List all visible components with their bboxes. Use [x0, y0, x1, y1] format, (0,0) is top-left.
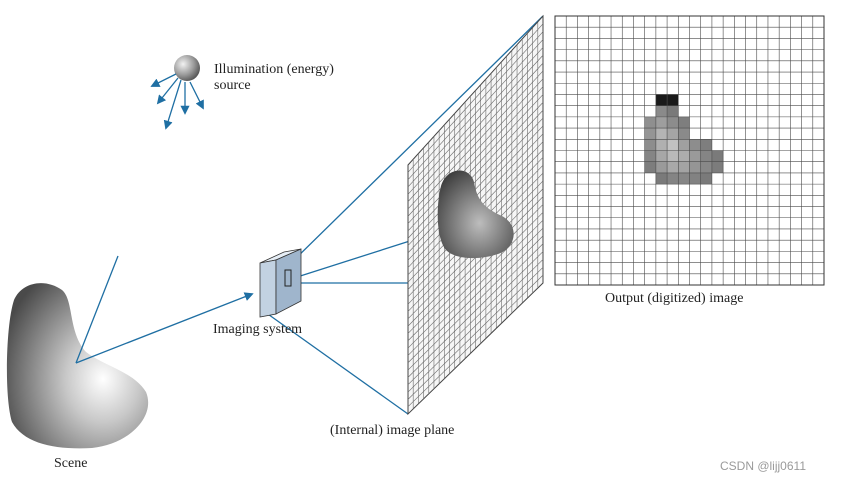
pixel-cell: [667, 139, 679, 151]
pixel-cell: [678, 161, 690, 173]
pixel-cell: [678, 172, 690, 185]
pixel-cell: [700, 139, 712, 151]
pixel-cell: [655, 94, 668, 106]
digitized-image: [554, 15, 825, 286]
pixel-cell: [655, 139, 668, 151]
pixel-cell: [667, 94, 679, 106]
pixel-cell: [689, 161, 701, 173]
pixel-cell: [689, 150, 701, 162]
pixel-cell: [655, 172, 668, 185]
image-plane-label: (Internal) image plane: [330, 423, 455, 438]
pixel-cell: [644, 116, 656, 129]
pixel-cell: [667, 128, 679, 140]
pixel-cell: [678, 128, 690, 140]
pixel-cell: [678, 139, 690, 151]
pixel-cell: [655, 116, 668, 129]
illumination-source: [150, 55, 204, 130]
pixel-cell: [644, 128, 656, 140]
pixel-cell: [711, 161, 724, 173]
light-rays: [150, 73, 204, 130]
ray-illumination-to-scene: [75, 255, 119, 364]
pixel-cell: [644, 139, 656, 151]
pixel-cell: [700, 150, 712, 162]
ray-scene-to-imaging: [75, 292, 254, 364]
pixel-cell: [689, 139, 701, 151]
watermark: CSDN @lijj0611: [720, 459, 806, 473]
pixel-cell: [644, 161, 656, 173]
pixel-cell: [667, 116, 679, 129]
pixel-cell: [678, 150, 690, 162]
imaging-system-box: [259, 248, 302, 318]
light-source-icon: [174, 55, 200, 81]
pixel-cell: [655, 161, 668, 173]
ray-bottom: [264, 311, 409, 415]
pixel-cell: [700, 172, 712, 185]
pixel-cell: [667, 161, 679, 173]
illumination-label-line2: source: [214, 78, 251, 93]
pixel-cell: [655, 128, 668, 140]
pixel-cell: [667, 105, 679, 117]
pixel-cell: [655, 105, 668, 117]
scene-label: Scene: [54, 456, 88, 471]
output-image-label: Output (digitized) image: [605, 291, 744, 306]
ray-top: [289, 15, 544, 265]
scene-shape: [6, 283, 149, 449]
imaging-system-label: Imaging system: [213, 322, 303, 337]
illumination-label-line1: Illumination (energy): [214, 62, 334, 77]
pixel-cell: [667, 172, 679, 185]
pixel-cell: [700, 161, 712, 173]
pixel-cell: [667, 150, 679, 162]
pixel-cell: [689, 172, 701, 185]
pixel-cell: [711, 150, 724, 162]
image-plane-grid: [407, 14, 544, 416]
pixel-cell: [678, 116, 690, 129]
pixel-cell: [644, 150, 656, 162]
image-plane-blob: [437, 170, 514, 259]
pixel-cell: [655, 150, 668, 162]
